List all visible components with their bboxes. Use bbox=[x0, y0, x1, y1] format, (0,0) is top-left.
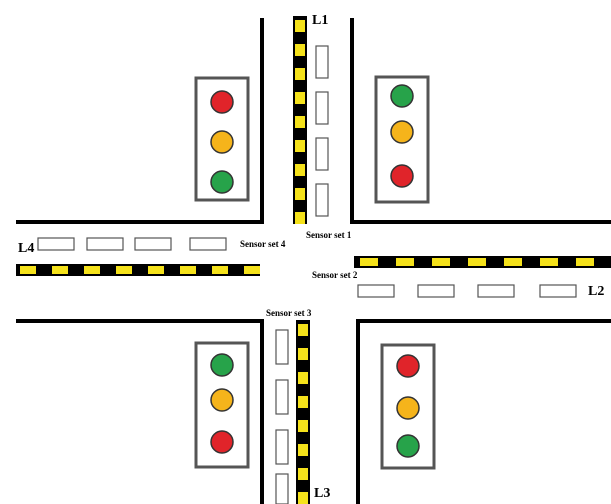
top-left-red-lamp bbox=[210, 90, 234, 114]
stripe-dash bbox=[295, 164, 305, 176]
sensor-set-1 bbox=[315, 45, 329, 217]
sensor-label-1: Sensor set 1 bbox=[306, 230, 352, 240]
stripe-l3 bbox=[296, 320, 310, 504]
top-right-amber-lamp bbox=[390, 120, 414, 144]
road-edge-top-right bbox=[350, 18, 611, 224]
lane-label-l2: L2 bbox=[588, 284, 604, 299]
top-right-green-lamp bbox=[390, 84, 414, 108]
stripe-dashes bbox=[20, 20, 594, 504]
stripe-dash bbox=[540, 258, 558, 266]
stripe-dash bbox=[180, 266, 196, 274]
stripe-dash bbox=[84, 266, 100, 274]
stripe-dash bbox=[504, 258, 522, 266]
stripe-dash bbox=[468, 258, 486, 266]
sensor-label-4: Sensor set 4 bbox=[240, 239, 286, 249]
road-edge-top-left bbox=[16, 18, 264, 224]
stripe-dash bbox=[298, 420, 308, 432]
bottom-left-amber-lamp bbox=[210, 388, 234, 412]
stripe-dash bbox=[20, 266, 36, 274]
stripe-dash bbox=[298, 324, 308, 336]
stripe-dash bbox=[295, 188, 305, 200]
stripe-dash bbox=[295, 20, 305, 32]
traffic-light-top-left bbox=[194, 76, 250, 202]
traffic-light-top-right bbox=[374, 75, 430, 204]
stripe-dash bbox=[244, 266, 260, 274]
stripe-l4 bbox=[16, 264, 260, 276]
stripe-dash bbox=[576, 258, 594, 266]
stripe-dash bbox=[298, 492, 308, 504]
stripe-dash bbox=[116, 266, 132, 274]
top-left-green-lamp bbox=[210, 170, 234, 194]
road-edges bbox=[16, 18, 611, 504]
stripe-dash bbox=[360, 258, 378, 266]
stripe-dash bbox=[295, 44, 305, 56]
bottom-left-green-lamp bbox=[210, 353, 234, 377]
stripe-dash bbox=[148, 266, 164, 274]
lane-stripes bbox=[16, 16, 611, 504]
stripe-dash bbox=[295, 140, 305, 152]
sensor-label-2: Sensor set 2 bbox=[312, 270, 358, 280]
sensors bbox=[37, 45, 577, 504]
top-left-amber-lamp bbox=[210, 130, 234, 154]
sensor-set-2 bbox=[357, 284, 577, 298]
bottom-right-red-lamp bbox=[396, 354, 420, 378]
sensor-label-3: Sensor set 3 bbox=[266, 308, 312, 318]
stripe-dash bbox=[298, 468, 308, 480]
stripe-dash bbox=[295, 68, 305, 80]
stripe-dash bbox=[298, 348, 308, 360]
stripe-dash bbox=[396, 258, 414, 266]
stripe-dash bbox=[298, 396, 308, 408]
bottom-left-red-lamp bbox=[210, 430, 234, 454]
stripe-dash bbox=[298, 444, 308, 456]
lane-label-l1: L1 bbox=[312, 13, 328, 28]
stripe-dash bbox=[295, 116, 305, 128]
sensor-set-4 bbox=[37, 237, 227, 251]
lane-label-l4: L4 bbox=[18, 241, 34, 256]
traffic-light-bottom-left bbox=[194, 341, 250, 469]
sensor-set-3 bbox=[275, 329, 289, 504]
stripe-dash bbox=[52, 266, 68, 274]
stripe-dash bbox=[295, 212, 305, 224]
traffic-light-bottom-right bbox=[380, 343, 436, 470]
top-right-red-lamp bbox=[390, 164, 414, 188]
stripe-dash bbox=[295, 92, 305, 104]
stripe-dash bbox=[298, 372, 308, 384]
road-edge-bottom-left bbox=[16, 319, 264, 504]
stripe-dash bbox=[432, 258, 450, 266]
bottom-right-green-lamp bbox=[396, 434, 420, 458]
road-edge-bottom-right bbox=[356, 319, 611, 504]
bottom-right-amber-lamp bbox=[396, 396, 420, 420]
stripe-dash bbox=[212, 266, 228, 274]
lane-label-l3: L3 bbox=[314, 486, 330, 501]
